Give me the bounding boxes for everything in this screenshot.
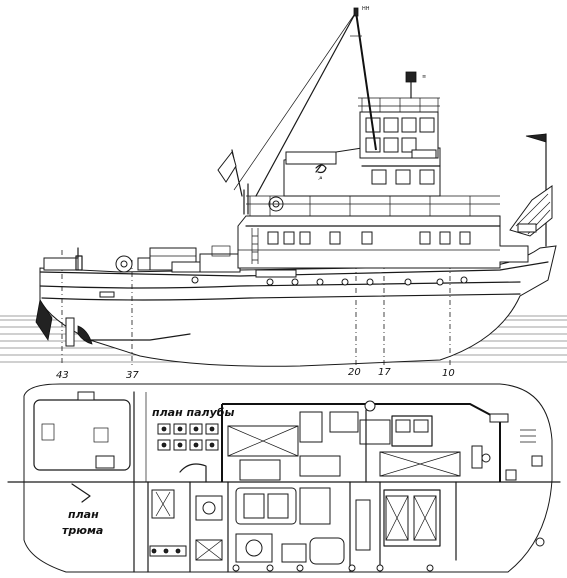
aft-deck-equipment bbox=[43, 245, 241, 273]
frame-number: 17 bbox=[378, 367, 391, 378]
svg-text:HH: HH bbox=[362, 6, 370, 12]
plan-view: план палубы план bbox=[7, 383, 561, 573]
flag-icon bbox=[217, 150, 237, 183]
frame-number: 43 bbox=[56, 370, 69, 381]
hull bbox=[35, 245, 557, 367]
upper-deckhouse: ☭ ≡ bbox=[283, 71, 441, 197]
hammer-sickle-icon bbox=[315, 163, 327, 174]
deck-winch-grid bbox=[157, 423, 219, 451]
deck-plan-label: план палубы bbox=[152, 406, 234, 419]
bow-fittings bbox=[509, 133, 553, 247]
pennant-icon bbox=[525, 133, 547, 143]
hold-plan-label: трюма bbox=[62, 524, 103, 537]
portholes bbox=[191, 276, 468, 286]
hold-plan: план трюма bbox=[62, 481, 545, 573]
deck-plan: план палубы bbox=[33, 391, 543, 483]
svg-text:☭: ☭ bbox=[318, 176, 323, 182]
svg-text:≡: ≡ bbox=[422, 74, 426, 80]
frame-number: 37 bbox=[126, 370, 139, 381]
side-elevation: ☭ ≡ bbox=[0, 6, 567, 381]
hold-plan-label: план bbox=[68, 508, 99, 521]
frame-number: 20 bbox=[348, 367, 361, 378]
frame-number: 10 bbox=[442, 368, 455, 379]
frame-numbers: 43 37 20 17 10 bbox=[56, 367, 455, 381]
mast: HH bbox=[217, 6, 377, 197]
main-deckhouse bbox=[237, 183, 529, 269]
